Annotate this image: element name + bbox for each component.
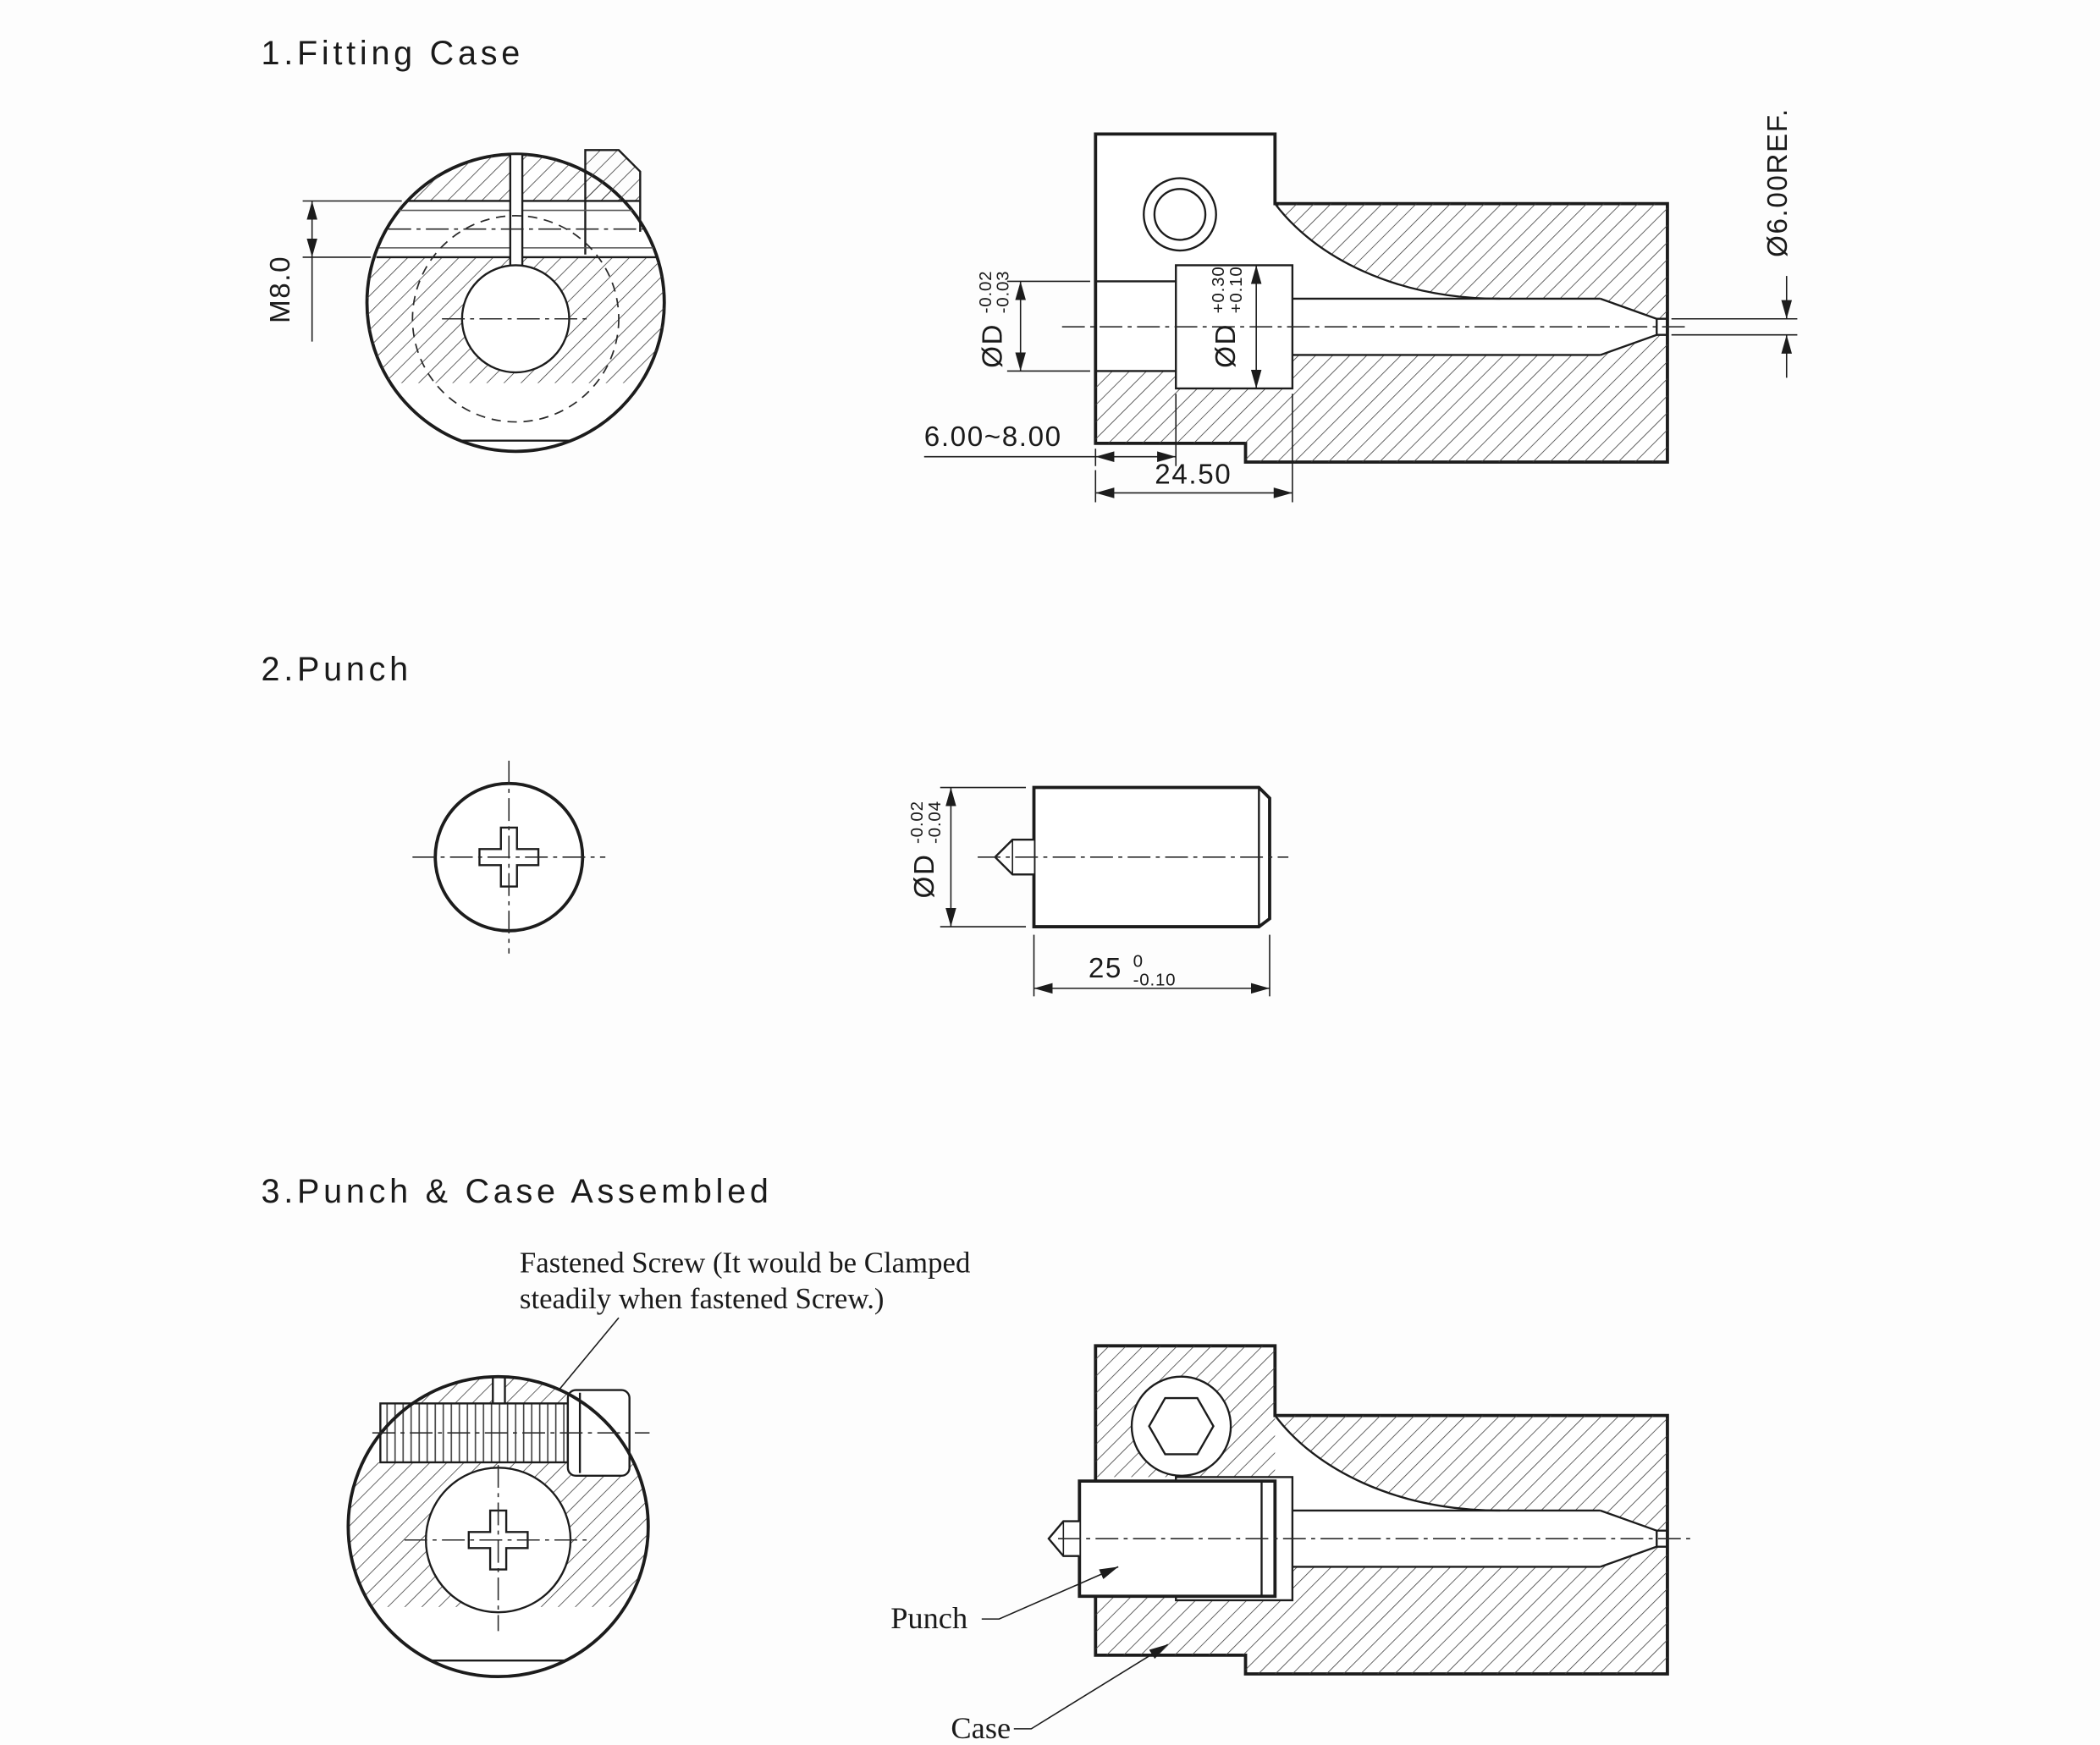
- case-leader-line: [1013, 1643, 1169, 1730]
- clamp-block-hatch: [1095, 1346, 1276, 1478]
- fastened-screw-note-line2: steadily when fastened Screw.): [520, 1282, 885, 1315]
- section-fitting-case: 1.Fitting Case: [262, 35, 1798, 503]
- fitting-case-side-view: ØD -0.02 -0.03 ØD +0.30 +0.10: [923, 107, 1798, 503]
- assembly-clamp-slit: [492, 1375, 506, 1405]
- m8-dim-text: M8.0: [265, 256, 296, 323]
- entry-bore-tol-upper: -0.02: [976, 271, 995, 314]
- punch-front-view: [412, 760, 606, 954]
- case-top-hatch: [1275, 203, 1667, 319]
- punch-length-dimension: 25 0 -0.10: [1033, 934, 1270, 997]
- pocket-tol-lower: +0.10: [1226, 266, 1246, 313]
- assembly-counterbore-curve: [1274, 1414, 1501, 1512]
- punch-length-text: 25: [1089, 953, 1122, 984]
- screw-hole-outer: [1143, 177, 1217, 252]
- screw-boss-hatch: [585, 150, 641, 201]
- assembly-bottom-hatch: [1095, 1546, 1667, 1674]
- clamp-slit: [509, 152, 524, 269]
- punch-dia-tol-lower: -0.04: [925, 801, 945, 844]
- exit-cone: [1600, 297, 1667, 356]
- pocket-tol-upper: +0.30: [1209, 266, 1228, 313]
- pocket-dia-text: ØD: [1210, 323, 1242, 368]
- punch-dia-tol-upper: -0.02: [907, 801, 927, 844]
- punch-side-view: ØD -0.02 -0.04 25 0 -0.10: [907, 785, 1289, 997]
- assembly-top-hatch: [1275, 1415, 1667, 1531]
- punch-length-tol-lower: -0.10: [1133, 971, 1177, 990]
- punch-dia-text: ØD: [909, 853, 940, 898]
- pocket-dimension: ØD +0.30 +0.10: [1209, 265, 1262, 389]
- section-3-title: 3.Punch & Case Assembled: [262, 1173, 773, 1210]
- punch-bore-hole: [460, 264, 570, 374]
- fastened-screw-note-line1: Fastened Screw (It would be Clamped: [520, 1246, 970, 1279]
- punch-dia-dimension: ØD -0.02 -0.04: [907, 786, 1027, 928]
- section-assembly: 3.Punch & Case Assembled Fastened Screw …: [262, 1173, 1690, 1745]
- case-label: Case: [951, 1711, 1011, 1745]
- screw-boss-outline: [584, 149, 642, 255]
- section-punch: 2.Punch ØD -0.02 -0.04: [262, 651, 1289, 997]
- exit-ref-text: Ø6.00REF.: [1762, 107, 1794, 257]
- overall-depth-text: 24.50: [1155, 459, 1232, 490]
- section-2-title: 2.Punch: [262, 651, 412, 688]
- entry-bore-tol-lower: -0.03: [993, 271, 1012, 314]
- screw-hole-inner: [1153, 188, 1207, 241]
- assembly-front-outline: [346, 1374, 650, 1679]
- hex-socket: [1148, 1396, 1215, 1456]
- entry-bore-dia-text: ØD: [978, 323, 1009, 368]
- entry-bore-dimension: ØD -0.02 -0.03: [976, 271, 1090, 372]
- assembly-exit-cone: [1600, 1509, 1667, 1568]
- depth-range-dimension: 6.00~8.00: [923, 394, 1177, 466]
- assembly-front-view: [346, 1374, 650, 1679]
- punch-label: Punch: [890, 1601, 967, 1635]
- counterbore-curve: [1274, 202, 1501, 300]
- fitting-case-front-view: M8.0: [265, 149, 666, 454]
- punch-length-tol-upper: 0: [1133, 952, 1144, 972]
- overall-depth-dimension: 24.50: [1094, 394, 1293, 503]
- case-bottom-hatch: [1095, 334, 1667, 463]
- punch-leader-line: [981, 1566, 1119, 1620]
- m8-dimension: M8.0: [265, 200, 402, 342]
- depth-range-text: 6.00~8.00: [924, 421, 1062, 453]
- assembly-side-view: Punch Case: [890, 1344, 1690, 1745]
- section-1-title: 1.Fitting Case: [262, 35, 524, 72]
- exit-ref-dimension: Ø6.00REF.: [1671, 107, 1798, 378]
- reference-dashed-circle: [411, 215, 620, 423]
